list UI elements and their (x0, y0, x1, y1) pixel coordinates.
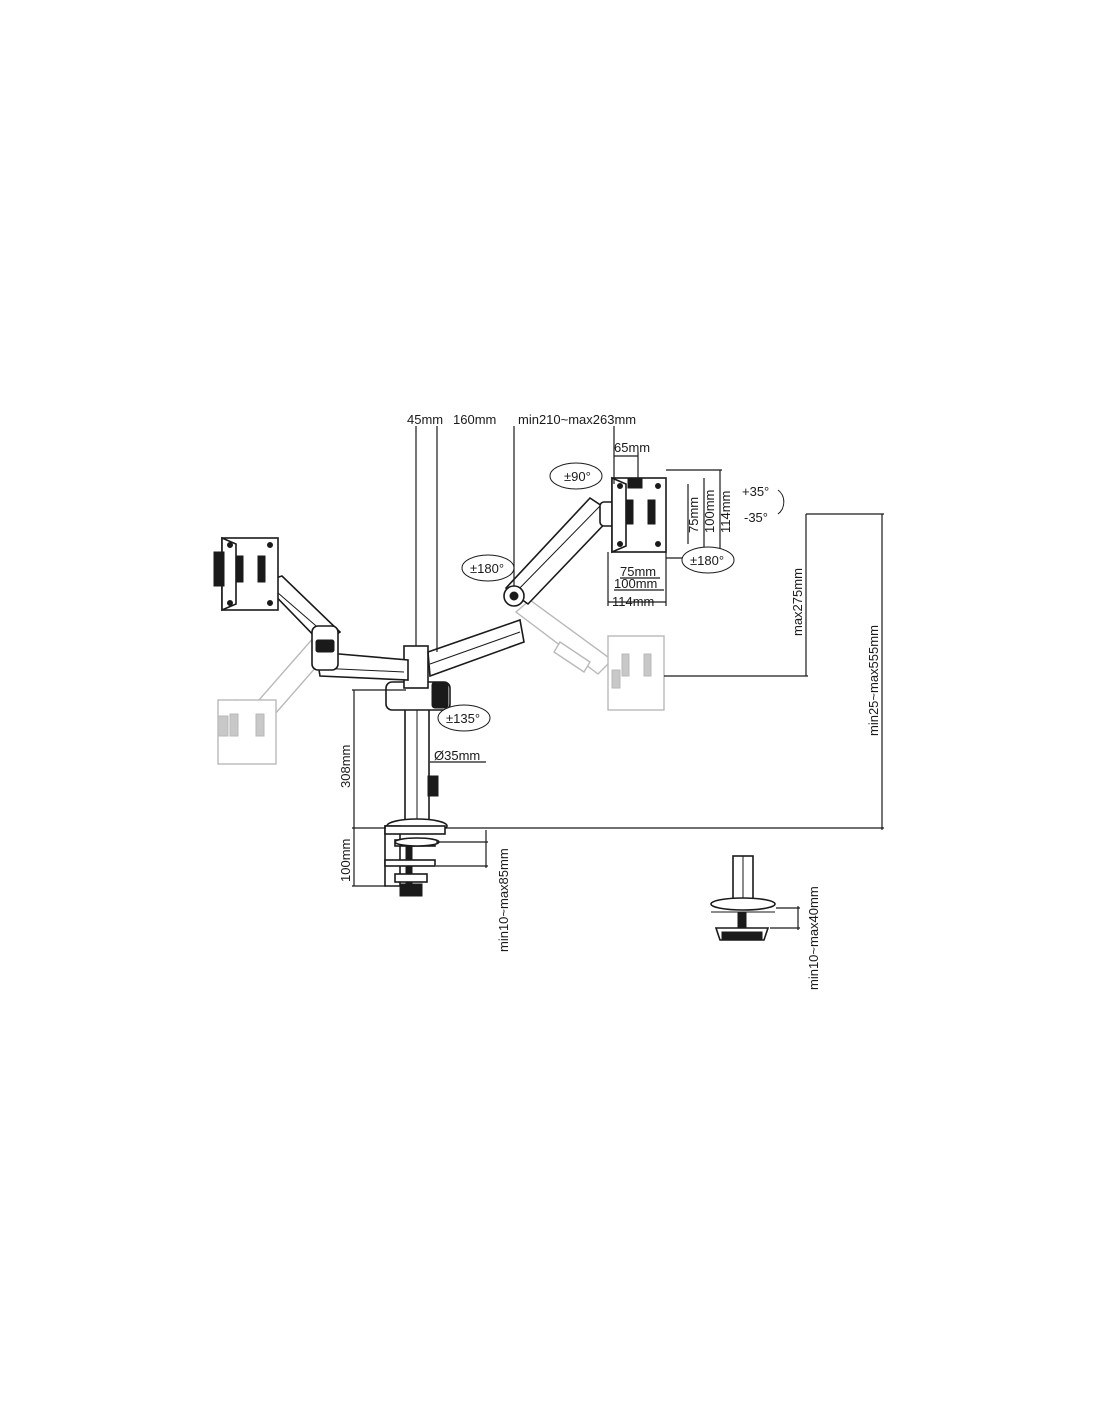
arm-base (315, 618, 525, 711)
label-grommet-range: min10~max40mm (806, 886, 821, 990)
label-45mm: 45mm (407, 412, 443, 427)
label-tilt-up: +35° (742, 484, 769, 499)
tilt-arc-icon (777, 489, 785, 515)
label-160mm: 160mm (453, 412, 496, 427)
ghost-right-arm (514, 599, 665, 711)
swivel-pole-oval (437, 704, 491, 732)
label-vesa-w-100: 100mm (614, 576, 657, 591)
label-height-range: min25~max555mm (866, 625, 881, 736)
label-308mm: 308mm (338, 745, 353, 788)
labels: 45mm 160mm min210~max263mm 65mm 75mm 100… (338, 412, 881, 990)
label-vesa-h-114: 114mm (718, 491, 733, 533)
grommet-mount (710, 855, 776, 941)
angle-indicators (437, 462, 785, 732)
label-vesa-h-75: 75mm (686, 497, 701, 533)
swivel-arm-oval (461, 554, 515, 582)
left-arm (213, 536, 342, 671)
rotate-90-oval (549, 462, 603, 490)
label-reach: min210~max263mm (518, 412, 636, 427)
label-vesa-w-75: 75mm (620, 564, 656, 579)
label-pole-diameter: Ø35mm (434, 748, 480, 763)
label-vesa-w-114: 114mm (612, 594, 654, 609)
label-rotate-head: ±180° (690, 553, 724, 568)
right-arm (503, 476, 667, 607)
label-100mm: 100mm (338, 839, 353, 882)
rotate-head-oval (681, 546, 735, 574)
label-tilt-down: -35° (744, 510, 768, 525)
label-clamp-range: min10~max85mm (496, 848, 511, 952)
dimension-lines (352, 426, 884, 930)
cable-clip (427, 775, 439, 797)
label-max275: max275mm (790, 568, 805, 636)
label-vesa-h-100: 100mm (702, 490, 717, 533)
desk-clamp (384, 825, 446, 897)
label-rotate-90: ±90° (564, 469, 591, 484)
label-swivel-pole: ±135° (446, 711, 480, 726)
label-65mm: 65mm (614, 440, 650, 455)
label-swivel-arm: ±180° (470, 561, 504, 576)
